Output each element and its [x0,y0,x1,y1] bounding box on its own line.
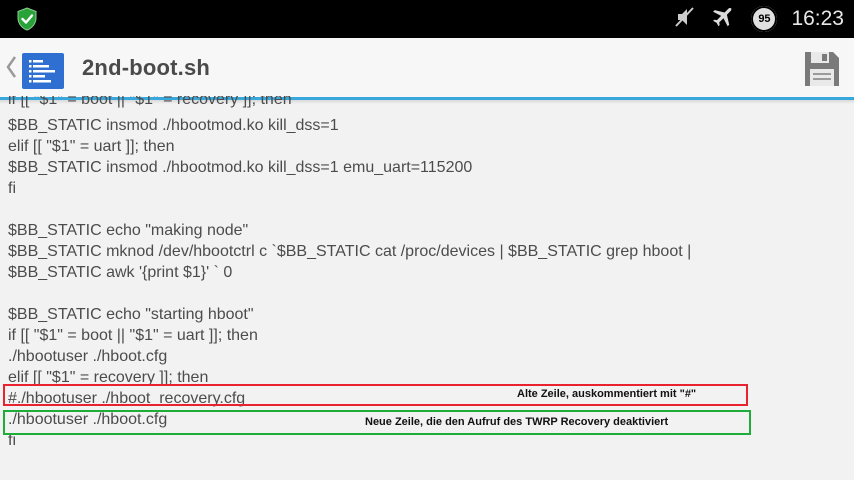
code-line[interactable]: fi [8,432,16,449]
code-line-new[interactable]: ./hbootuser ./hboot.cfg [8,411,168,428]
code-line[interactable]: $BB_STATIC insmod ./hbootmod.ko kill_dss… [8,117,339,134]
shield-check-icon [16,7,38,31]
text-editor[interactable]: if [[ "$1" = boot || "$1" = recovery ]];… [8,96,848,480]
new-line-highlight-box [3,410,751,435]
document-app-icon[interactable] [20,51,66,91]
code-line[interactable]: ./hbootuser ./hboot.cfg [8,348,168,365]
back-chevron-icon[interactable] [4,54,18,80]
old-line-highlight-box [3,384,748,406]
save-icon[interactable] [802,49,842,89]
new-line-annotation: Neue Zeile, die den Aufruf des TWRP Reco… [365,416,669,428]
action-bar [0,38,854,97]
code-line[interactable]: if [[ "$1" = boot || "$1" = uart ]]; the… [8,327,258,344]
code-line[interactable]: $BB_STATIC mknod /dev/hbootctrl c `$BB_S… [8,243,692,260]
code-line[interactable]: $BB_STATIC echo "making node" [8,222,249,239]
mute-icon [673,5,697,34]
action-bar-divider [0,97,854,100]
code-line[interactable]: fi [8,180,16,197]
file-title: 2nd-boot.sh [82,55,211,80]
airplane-icon [711,4,737,35]
code-line-old[interactable]: #./hbootuser ./hboot_recovery.cfg [8,390,246,407]
old-line-annotation: Alte Zeile, auskommentiert mit "#" [517,388,697,400]
code-line[interactable]: if [[ "$1" = boot || "$1" = recovery ]];… [8,96,292,108]
code-line[interactable]: $BB_STATIC awk '{print $1}' ` 0 [8,264,233,281]
code-line[interactable]: elif [[ "$1" = uart ]]; then [8,138,175,155]
code-line[interactable]: $BB_STATIC insmod ./hbootmod.ko kill_dss… [8,159,473,176]
battery-icon: 95 [751,6,778,32]
code-line[interactable]: $BB_STATIC echo "starting hboot" [8,306,254,323]
status-bar: 95 16:23 [0,0,854,38]
clock: 16:23 [791,7,844,30]
code-line[interactable]: elif [[ "$1" = recovery ]]; then [8,369,209,386]
